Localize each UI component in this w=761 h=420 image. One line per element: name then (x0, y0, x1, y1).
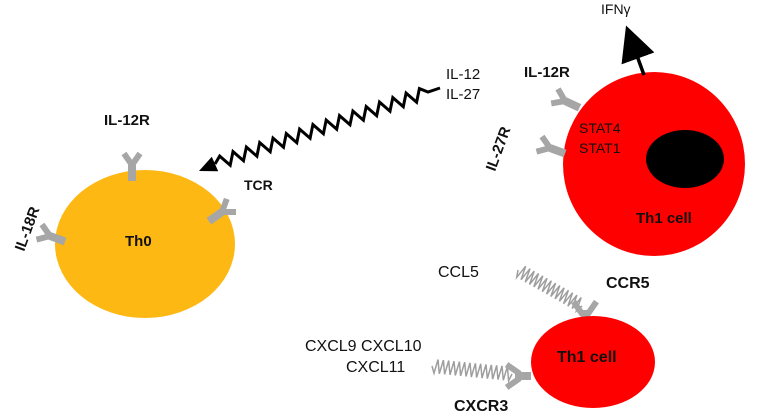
th0-il18r-label: IL-18R (12, 204, 44, 253)
th0-il12r-label: IL-12R (104, 112, 150, 129)
cxcl-chemokine-wave (431, 359, 513, 384)
cxcl-label-2: CXCL11 (346, 359, 405, 376)
th1-il27r-receptor (535, 134, 567, 158)
cxcr3-label: CXCR3 (454, 398, 508, 415)
transcription-factor-stat1: STAT1 (579, 140, 621, 156)
th1-nucleus (646, 130, 724, 188)
th1-cell-small (531, 316, 655, 408)
ccl5-label: CCL5 (438, 264, 479, 281)
cytokine-arrowhead (199, 156, 219, 172)
cxcl-label-1: CXCL9 CXCL10 (305, 338, 422, 355)
transcription-factor-stat4: STAT4 (579, 120, 621, 136)
cytokine-label-2: IL-27 (446, 86, 480, 103)
th0-cell (55, 170, 235, 318)
th1-il12r-receptor (550, 87, 582, 112)
cytokine-label-1: IL-12 (446, 66, 480, 83)
th0-tcr-label: TCR (244, 177, 273, 193)
th0-il18r-receptor (35, 222, 67, 246)
th1-small-label: Th1 cell (557, 349, 617, 366)
ccl5-chemokine-wave (515, 265, 583, 314)
th1-il12r-label: IL-12R (524, 64, 570, 81)
ccr5-label: CCR5 (606, 275, 650, 292)
th0-il12r-receptor (121, 151, 143, 181)
cytokine-wave (213, 86, 441, 169)
th0-tcr-receptor (206, 197, 236, 225)
cxcr3-receptor (504, 362, 531, 390)
th1-il27r-label: IL-27R (483, 124, 515, 173)
th1-large-label: Th1 cell (636, 210, 692, 227)
ifn-arrow (621, 25, 655, 76)
ifn-label: IFNγ (601, 1, 631, 17)
th0-label: Th0 (125, 233, 152, 250)
